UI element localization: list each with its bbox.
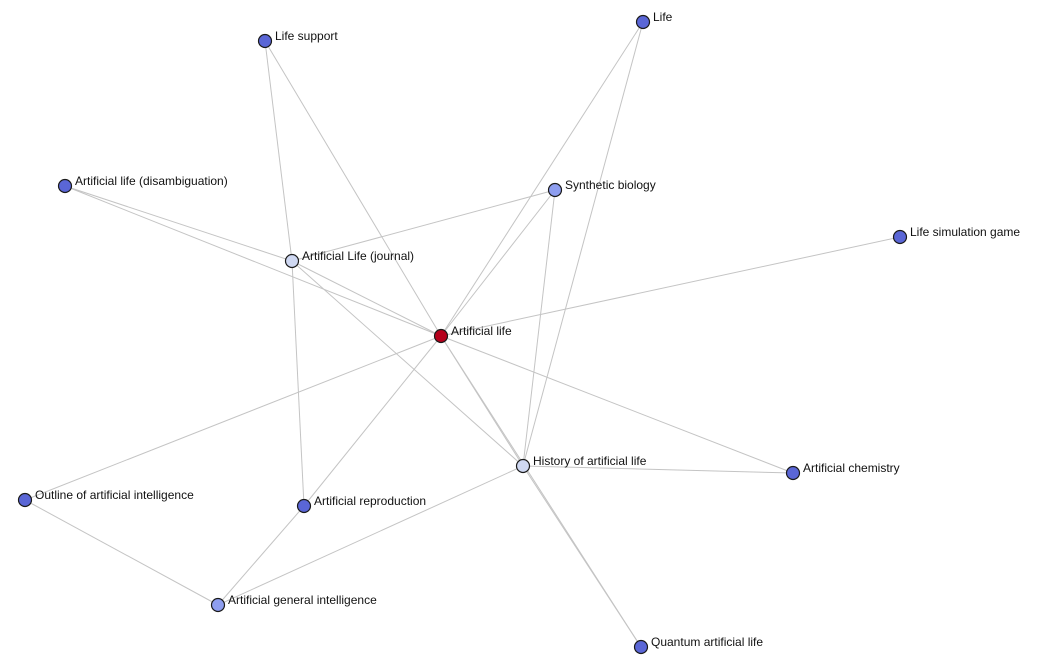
node-label: Life support	[275, 29, 338, 43]
edge-al_journal-life_support	[264, 40, 293, 262]
node-al[interactable]: Artificial life	[433, 324, 513, 344]
edge-al-synbio	[440, 189, 556, 337]
edge-al-life	[440, 21, 644, 337]
node-label: Life simulation game	[910, 225, 1020, 239]
edge-al-chemistry	[440, 335, 794, 474]
node-circle[interactable]	[210, 597, 226, 613]
edge-al-life_support	[264, 40, 442, 337]
node-circle[interactable]	[257, 33, 273, 49]
edge-history-agi	[217, 465, 524, 606]
node-circle[interactable]	[633, 639, 649, 655]
edge-al_journal-reproduction	[291, 260, 305, 507]
edge-al-al_journal	[291, 260, 442, 337]
edge-al-reproduction	[303, 335, 442, 507]
node-agi[interactable]: Artificial general intelligence	[210, 593, 378, 613]
node-history[interactable]: History of artificial life	[515, 454, 647, 474]
edge-history-life	[522, 21, 644, 467]
node-outline_ai[interactable]: Outline of artificial intelligence	[17, 488, 195, 508]
edge-history-quantum	[522, 465, 642, 648]
edge-layer	[24, 21, 901, 648]
node-al_disambig[interactable]: Artificial life (disambiguation)	[57, 174, 228, 194]
node-life[interactable]: Life	[635, 10, 673, 30]
node-circle[interactable]	[892, 229, 908, 245]
node-quantum[interactable]: Quantum artificial life	[633, 635, 764, 655]
node-label: Artificial Life (journal)	[302, 249, 414, 263]
edge-al-al_disambig	[64, 185, 442, 337]
node-circle[interactable]	[785, 465, 801, 481]
node-circle[interactable]	[433, 328, 449, 344]
edge-history-synbio	[522, 189, 556, 467]
node-label: Life	[653, 10, 673, 24]
node-label: Artificial life (disambiguation)	[75, 174, 228, 188]
node-circle[interactable]	[284, 253, 300, 269]
node-circle[interactable]	[547, 182, 563, 198]
edge-history-chemistry	[522, 465, 794, 474]
node-label: History of artificial life	[533, 454, 647, 468]
node-chemistry[interactable]: Artificial chemistry	[785, 461, 900, 481]
node-label: Artificial reproduction	[314, 494, 426, 508]
node-circle[interactable]	[296, 498, 312, 514]
edge-outline_ai-agi	[24, 499, 219, 606]
node-circle[interactable]	[17, 492, 33, 508]
edge-al-outline_ai	[24, 335, 442, 501]
node-life_sim[interactable]: Life simulation game	[892, 225, 1021, 245]
node-circle[interactable]	[57, 178, 73, 194]
edge-al_journal-al_disambig	[64, 185, 293, 262]
edge-al-life_sim	[440, 236, 901, 337]
node-circle[interactable]	[635, 14, 651, 30]
node-label: Artificial life	[451, 324, 512, 338]
node-reproduction[interactable]: Artificial reproduction	[296, 494, 427, 514]
node-label: Artificial chemistry	[803, 461, 900, 475]
node-life_support[interactable]: Life support	[257, 29, 339, 49]
node-label: Synthetic biology	[565, 178, 656, 192]
node-al_journal[interactable]: Artificial Life (journal)	[284, 249, 415, 269]
node-synbio[interactable]: Synthetic biology	[547, 178, 656, 198]
edge-al_journal-synbio	[291, 189, 556, 262]
node-label: Quantum artificial life	[651, 635, 763, 649]
node-circle[interactable]	[515, 458, 531, 474]
node-label: Artificial general intelligence	[228, 593, 377, 607]
edge-history-al_journal	[291, 260, 524, 467]
edge-reproduction-agi	[217, 505, 305, 606]
node-label: Outline of artificial intelligence	[35, 488, 194, 502]
